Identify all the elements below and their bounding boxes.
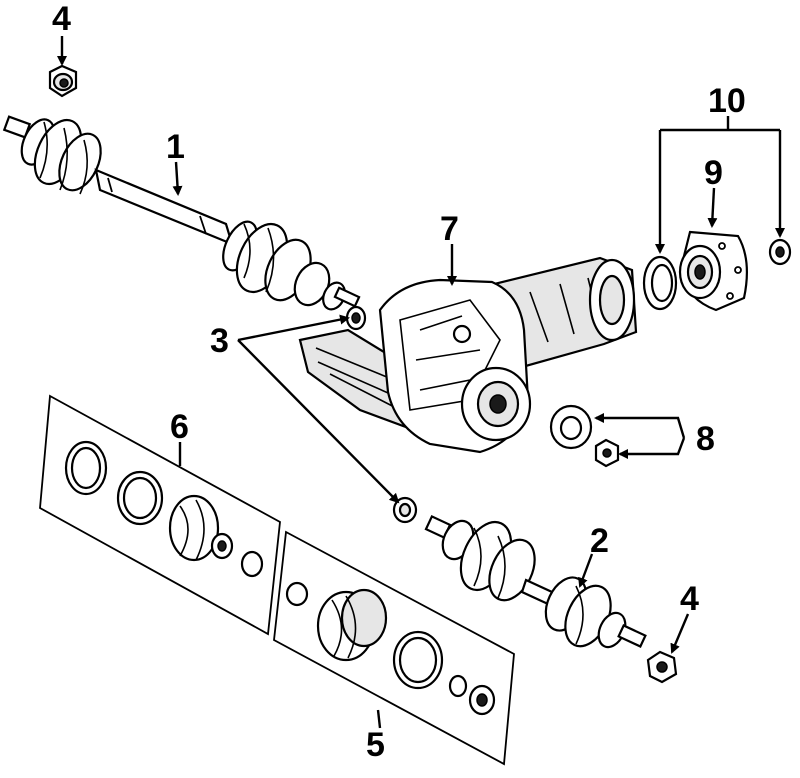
leader-lines (57, 36, 785, 729)
axle-shaft-part-1 (2, 115, 361, 311)
axle-shaft-part-2 (424, 514, 647, 649)
callout-6: 6 (170, 408, 189, 446)
boot-kit-panel-part-5 (273, 530, 515, 766)
callout-4-bottom: 4 (680, 580, 699, 618)
callout-3: 3 (210, 322, 229, 360)
seal-part-10 (768, 238, 792, 266)
washer-part-8 (549, 404, 593, 450)
nut-part-4-bottom (646, 650, 678, 684)
callout-4-top: 4 (52, 0, 71, 38)
ring-part-10 (642, 255, 678, 311)
boot-kit-panel-part-6 (39, 394, 281, 636)
nut-part-8 (594, 438, 620, 468)
hub-flange-part-9 (678, 230, 748, 312)
callout-5: 5 (366, 726, 385, 764)
seal-part-3-upper (345, 305, 367, 331)
callout-1: 1 (166, 128, 185, 166)
callout-8: 8 (696, 420, 715, 458)
callout-10: 10 (708, 82, 746, 120)
seal-part-3-lower (392, 496, 418, 524)
callout-9: 9 (704, 154, 723, 192)
callout-2: 2 (590, 522, 609, 560)
nut-part-4-top (48, 64, 78, 98)
callout-7: 7 (440, 210, 459, 248)
differential-part-7 (298, 256, 638, 454)
